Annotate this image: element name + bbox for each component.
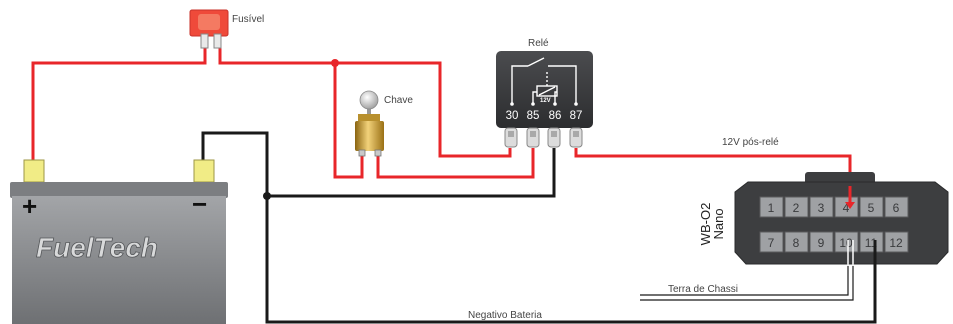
switch-label: Chave [384,95,413,106]
wbo2-connector: 1 2 3 4 5 6 7 8 9 10 11 12 WB-O2 Nano [698,172,949,265]
connector-pin-cells-bottom [759,231,909,253]
connector-title-line1: WB-O2 [698,203,713,246]
wire-switch-to-relay-85 [376,148,535,179]
wire-fuse-to-relay-30 [218,45,512,158]
arrow-pin4 [845,202,855,209]
relay-pin-87-label: 87 [570,110,583,122]
battery-terminal-positive [23,159,45,183]
switch-knob [359,90,379,110]
pin-6: 6 [893,201,900,215]
fuse-blade-left [200,33,209,49]
pin-7: 7 [768,236,775,250]
relay-pin-labels: 30 85 86 87 [506,110,583,122]
relay-terminal-30 [504,127,518,148]
battery-brand-logo: FuelTech [36,232,158,263]
pin-5: 5 [868,201,875,215]
relay-pin-30-label: 30 [506,110,519,122]
wire-battery-to-fuse [31,45,207,168]
fuse: Fusível [189,9,264,49]
relay-terminals [504,127,583,148]
pin-1: 1 [768,201,775,215]
relay-pin-dots [510,102,578,106]
wire-chassis-ground-b [640,250,854,301]
wire-relay-86-ground [267,148,556,198]
label-battery-negative: Negativo Bateria [468,310,542,321]
label-chassis-ground: Terra de Chassi [668,284,738,295]
battery: + − FuelTech [10,159,228,324]
relay-terminal-86 [547,127,561,148]
relay-label: Relé [528,38,549,49]
pin-8: 8 [793,236,800,250]
switch-contact-left [358,149,366,157]
fuse-label: Fusível [232,14,264,25]
relay-body [496,51,593,128]
battery-body [12,196,226,324]
relay-terminal-85 [526,127,540,148]
relay-terminal-87 [569,127,583,148]
pin-3: 3 [818,201,825,215]
connector-title-line2: Nano [711,208,726,239]
battery-plus-sign: + [22,191,37,221]
pin-10: 10 [839,236,853,250]
switch-contact-right [374,149,382,157]
wires [31,45,877,324]
fuse-blade-right [213,33,222,49]
relay-schematic [511,57,577,104]
wire-junction-to-switch [333,63,364,179]
pin-2: 2 [793,201,800,215]
relay-coil-label: 12V [540,98,551,104]
label-post-relay: 12V pós-relé [722,137,779,148]
switch: Chave [355,90,413,157]
battery-top [10,182,228,198]
fuse-window [198,14,220,30]
relay: Relé 12V 30 85 86 87 [496,38,593,148]
wire-battery-negative [201,131,877,324]
switch-lever [367,103,371,117]
battery-minus-sign: − [192,189,207,219]
relay-pin-86-label: 86 [549,110,562,122]
battery-terminal-negative [193,159,215,183]
pin-4: 4 [843,201,850,215]
switch-nut [358,114,380,122]
pin-9: 9 [818,236,825,250]
switch-body [355,121,384,151]
relay-pin-85-label: 85 [527,110,540,122]
pin-12: 12 [889,236,903,250]
